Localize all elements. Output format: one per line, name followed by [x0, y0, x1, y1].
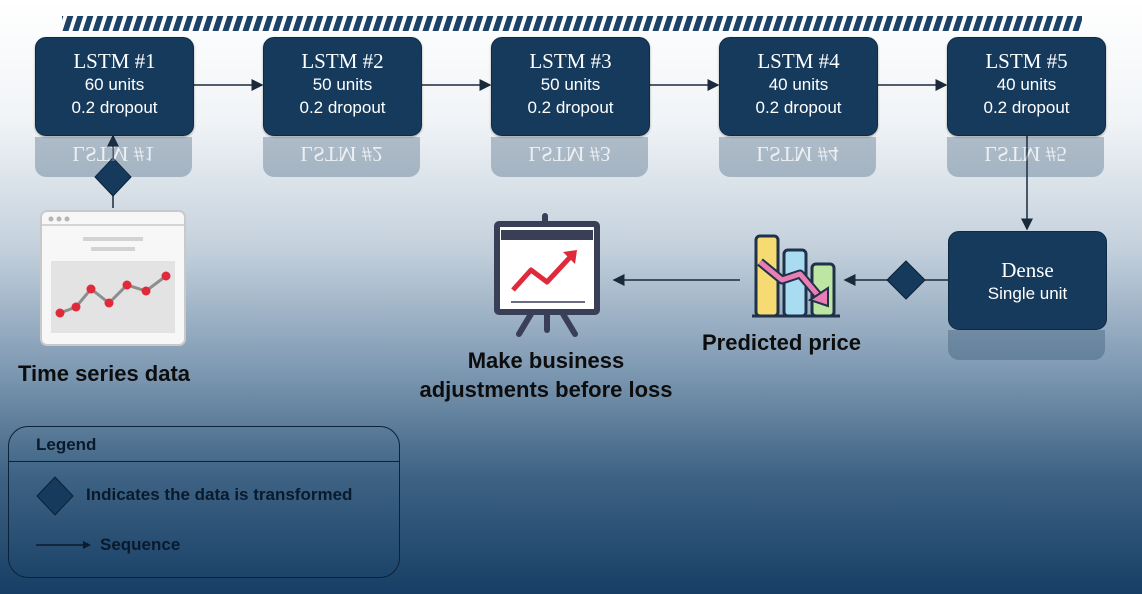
- lstm-node-1: LSTM #1 60 units 0.2 dropout: [35, 37, 194, 136]
- lstm-units: 50 units: [540, 75, 601, 94]
- lstm-node-4: LSTM #4 40 units 0.2 dropout: [719, 37, 878, 136]
- legend-box: Legend Indicates the data is transformed…: [8, 426, 400, 578]
- lstm-title: LSTM #1: [73, 49, 156, 73]
- input-caption: Time series data: [18, 361, 191, 386]
- lstm-dropout: 0.2 dropout: [983, 98, 1070, 117]
- legend-item-transformed: Indicates the data is transformed: [86, 485, 353, 504]
- lstm-title: LSTM #4: [757, 49, 840, 73]
- lstm-title: LSTM #3: [529, 49, 612, 73]
- dense-node: Dense Single unit: [948, 231, 1107, 330]
- lstm-title: LSTM #5: [985, 49, 1068, 73]
- lstm-units: 50 units: [312, 75, 373, 94]
- legend-item-sequence: Sequence: [100, 535, 181, 554]
- lstm-units: 40 units: [996, 75, 1057, 94]
- lstm-node-2: LSTM #2 50 units 0.2 dropout: [263, 37, 422, 136]
- diamond-icon: [94, 157, 132, 197]
- lstm-dropout: 0.2 dropout: [71, 98, 158, 117]
- action-caption-line1: Make business: [467, 348, 625, 373]
- lstm-node-3: LSTM #3 50 units 0.2 dropout: [491, 37, 650, 136]
- lstm-dropout: 0.2 dropout: [755, 98, 842, 117]
- arrow-icon: [36, 541, 91, 549]
- lstm-units: 60 units: [84, 75, 145, 94]
- line-chart-window-icon: [40, 210, 186, 346]
- dense-title: Dense: [1001, 258, 1054, 282]
- lstm-node-5: LSTM #5 40 units 0.2 dropout: [947, 37, 1106, 136]
- dense-subtitle: Single unit: [987, 284, 1068, 303]
- legend-divider: [9, 461, 399, 462]
- legend-title: Legend: [36, 435, 97, 454]
- action-caption: Make business adjustments before loss: [398, 346, 694, 404]
- presentation-board-icon: [494, 213, 600, 337]
- lstm-units: 40 units: [768, 75, 829, 94]
- diamond-icon: [886, 260, 926, 300]
- falling-bar-chart-icon: [752, 234, 840, 318]
- diamond-icon: [36, 476, 74, 516]
- lstm-dropout: 0.2 dropout: [527, 98, 614, 117]
- output-caption: Predicted price: [702, 330, 861, 355]
- action-caption-line2: adjustments before loss: [419, 377, 673, 402]
- lstm-title: LSTM #2: [301, 49, 384, 73]
- lstm-dropout: 0.2 dropout: [299, 98, 386, 117]
- dashed-band: [62, 16, 1082, 31]
